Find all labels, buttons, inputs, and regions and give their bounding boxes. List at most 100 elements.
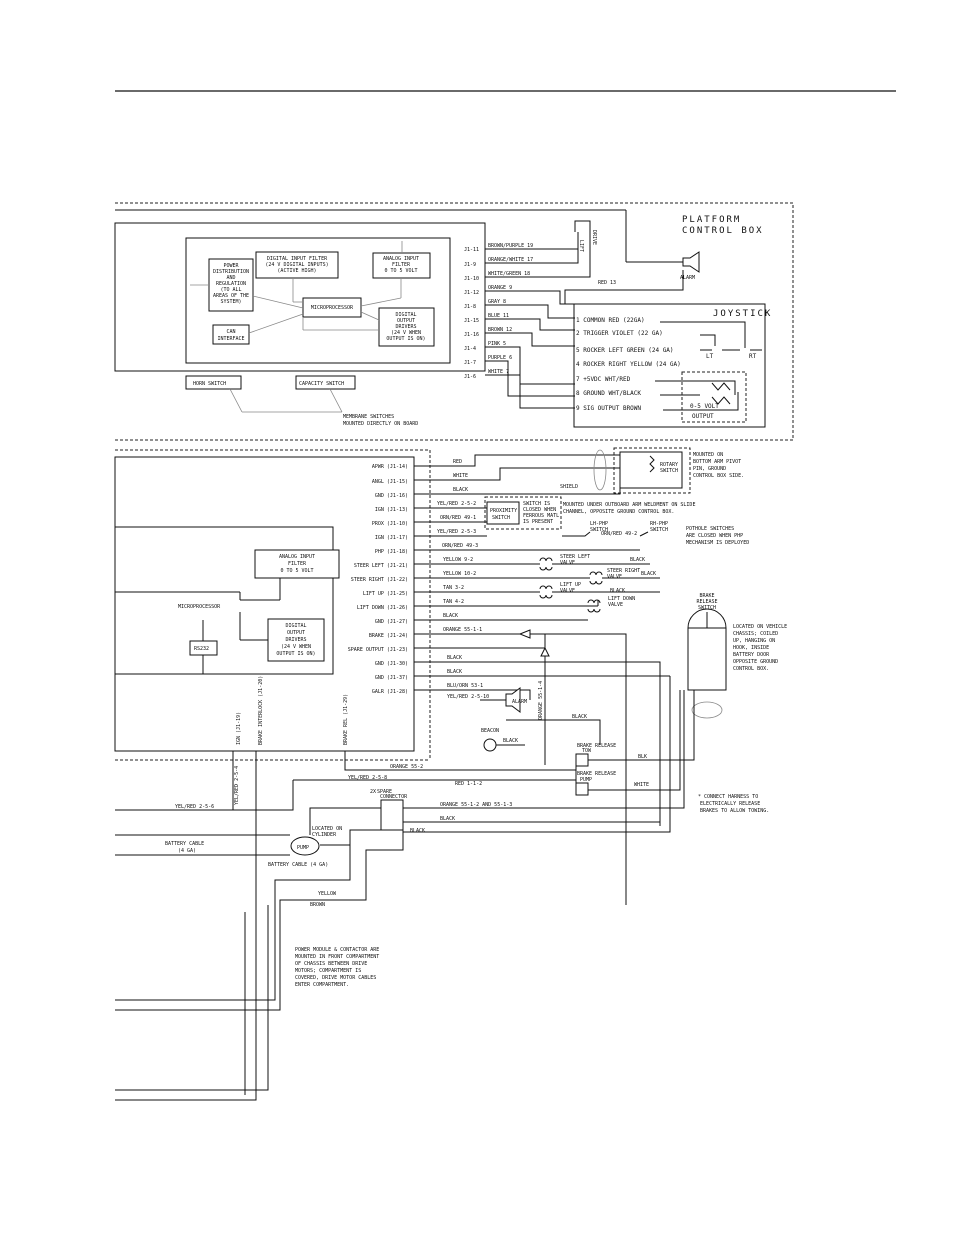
prox-wire-label: ORN/RED 49-3: [442, 543, 478, 549]
brown-label: BROWN: [310, 902, 325, 908]
platform-controller: [114, 222, 486, 372]
module-note-line: ENTER COMPARTMENT.: [295, 982, 349, 988]
ground-output-line: DIGITAL: [285, 623, 306, 629]
valve-wire-label: TAN 4-2: [443, 599, 464, 605]
prox-closed-line: CLOSED WHEN: [523, 507, 556, 513]
pump-icon: [290, 836, 320, 856]
brake-note-line: BATTERY DOOR: [733, 652, 770, 658]
red13-label: RED 13: [598, 280, 616, 286]
ground-output-line: OUTPUT IS ON): [276, 651, 315, 657]
digital-out-line: DRIVERS: [395, 324, 416, 330]
ground-analog-line: FILTER: [288, 561, 307, 567]
joystick-internal-wiring: [655, 321, 762, 411]
brake-note-line: CONTROL BOX.: [733, 666, 769, 672]
pin-label: J1-16: [464, 332, 479, 338]
orange-552-label: ORANGE 55-2: [390, 764, 423, 770]
brake-switch-line: SWITCH: [698, 605, 716, 611]
spare-connector: [380, 799, 404, 831]
ground-output-line: OUTPUT: [287, 630, 305, 636]
ground-wire-labels: RED WHITE BLACK SHIELD YEL/RED 2-5-2 ORN…: [437, 459, 587, 744]
brake-note-line: HOOK, INSIDE: [733, 645, 769, 651]
platform-board: [185, 237, 451, 364]
analog-in-line: FILTER: [392, 262, 411, 268]
brake-note-line: CHASSIS; COILED: [733, 631, 778, 637]
ground-pin: ANGL (J1-15): [372, 479, 408, 485]
ground-pin: SPARE OUTPUT (J1-23): [348, 647, 408, 653]
prox-boundary: [484, 496, 562, 530]
pin-label: J1-9: [464, 262, 476, 268]
analog-in-line: ANALOG INPUT: [383, 256, 419, 262]
rotary-note-line: BOTTOM ARM PIVOT: [693, 459, 741, 465]
digital-input-filter-box: [255, 251, 339, 279]
joystick-row: 8 GROUND WHT/BLACK: [576, 390, 641, 397]
tow-note-line: ELECTRICALLY RELEASE: [700, 801, 760, 807]
pump-note-line: CYLINDER: [312, 832, 337, 838]
rs232-label: RS232: [194, 646, 209, 652]
prox-note-line: MOUNTED UNDER OUTBOARD ARM WELDMENT ON S…: [563, 502, 695, 508]
joystick-row: 9 SIG OUTPUT BROWN: [576, 405, 641, 412]
valve-black-label: BLACK: [610, 588, 625, 594]
ground-pin: GND (J1-16): [375, 493, 408, 499]
microprocessor-box: [302, 297, 362, 318]
valve-wire-label: BLACK: [443, 613, 458, 619]
ground-pin: BRAKE (J1-24): [369, 633, 408, 639]
yellow-label: YELLOW: [318, 891, 337, 897]
lh-php-line: SWITCH: [590, 527, 608, 533]
ground-alarm-icon: [505, 687, 521, 713]
module-note-line: COVERED, DRIVE MOTOR CABLES: [295, 975, 376, 981]
rh-php-line: RH-PHP: [650, 521, 668, 527]
alarm-icon: [682, 251, 700, 273]
ground-pin: GND (J1-27): [375, 619, 408, 625]
wire-label: ORANGE/WHITE 17: [488, 257, 533, 263]
ground-pin: STEER LEFT (J1-21): [354, 563, 408, 569]
orange-pair-label: ORANGE 55-1-2 AND 55-1-3: [440, 802, 512, 808]
prox-wire-label: YEL/RED 2-5-2: [437, 501, 476, 507]
board-signal-arrows: [190, 241, 403, 334]
microprocessor-label: MICROPROCESSOR: [311, 305, 354, 311]
steer-right-valve-line: VALVE: [607, 574, 622, 580]
membrane-note-line: MOUNTED DIRECTLY ON BOARD: [343, 421, 418, 427]
power-line: POWER: [223, 263, 239, 269]
horn-switch: [185, 375, 242, 390]
module-note: POWER MODULE & CONTACTOR ARE MOUNTED IN …: [295, 947, 379, 988]
beacon-icon: [483, 738, 497, 752]
platform-wires: [485, 220, 684, 409]
prox-closed-line: IS PRESENT: [523, 519, 553, 525]
steer-left-valve-line: VALVE: [560, 560, 575, 566]
steer-right-valve-line: STEER RIGHT: [607, 568, 640, 574]
lift-up-valve-line: VALVE: [560, 588, 575, 594]
capacity-switch-label: CAPACITY SWITCH: [299, 381, 344, 387]
ground-board: [114, 526, 334, 675]
contactor-line: CONNECTOR: [380, 794, 408, 800]
pin-label: J1-8: [464, 304, 476, 310]
ground-analog-box: [254, 549, 340, 579]
brake-note: LOCATED ON VEHICLE CHASSIS; COILED UP, H…: [733, 624, 787, 672]
platform-title-line1: PLATFORM: [682, 215, 741, 225]
orange-wire-label: ORANGE 55-1-1: [443, 627, 482, 633]
valve-wire-label: YELLOW 9-2: [443, 557, 473, 563]
module-note-line: POWER MODULE & CONTACTOR ARE: [295, 947, 379, 953]
prox-wire-label: ORN/RED 49-1: [440, 515, 476, 521]
ground-pin: GND (J1-37): [375, 675, 408, 681]
blu-orn-label: BLU/ORN 53-1: [447, 683, 483, 689]
pin-label: J1-12: [464, 290, 479, 296]
digital-in-line: (ACTIVE HIGH): [277, 268, 316, 274]
blk-label: BLK: [638, 754, 647, 760]
black-wire-label: BLACK: [410, 828, 425, 834]
pump-note-line: LOCATED ON: [312, 826, 342, 832]
lower-harness-wires: [115, 676, 695, 1101]
white-label: WHITE: [634, 782, 649, 788]
rotary-wire-label: RED: [453, 459, 462, 465]
brake-switch-line: RELEASE: [696, 599, 717, 605]
analog-in-line: 0 TO 5 VOLT: [384, 268, 417, 274]
yel-red-8-label: YEL/RED 2-5-8: [348, 775, 387, 781]
pin-label: J1-6: [464, 374, 476, 380]
wire-label: PURPLE 6: [488, 355, 512, 361]
membrane-note-line: MEMBRANE SWITCHES: [343, 414, 394, 420]
wire-label: ORANGE 9: [488, 285, 512, 291]
digital-in-line: DIGITAL INPUT FILTER: [267, 256, 328, 262]
wire-label: WHITE 7: [488, 369, 509, 375]
can-line: INTERFACE: [217, 336, 244, 342]
output-line: 0-5 VOLT: [690, 403, 719, 410]
ground-pin: IGN (J1-17): [375, 535, 408, 541]
